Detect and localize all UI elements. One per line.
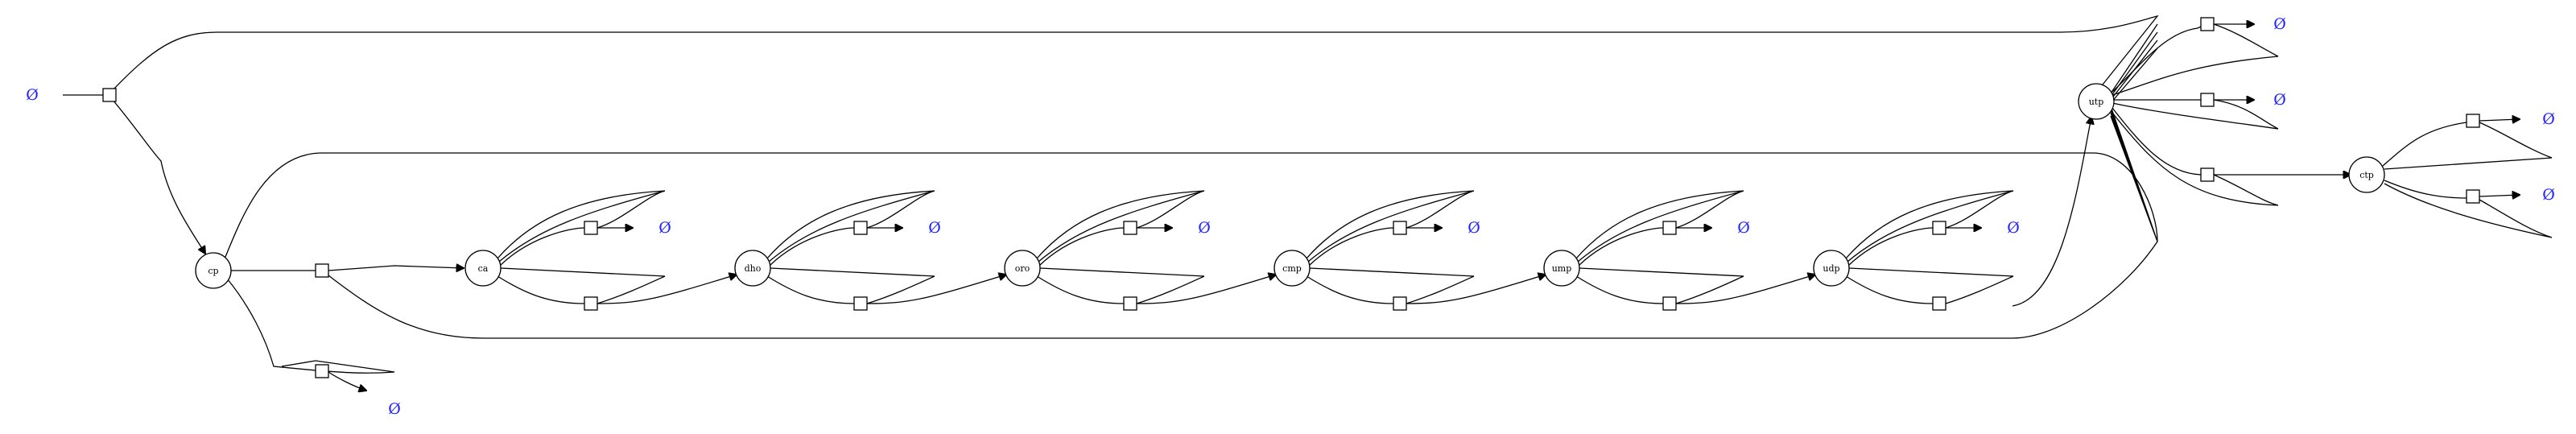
- node-ca-label: ca: [478, 263, 489, 274]
- edge-ctp-box1-fan: [2384, 122, 2553, 170]
- empty-symbol-ca: Ø: [658, 219, 671, 237]
- edge-dho-to-oro: [866, 275, 1006, 304]
- cp-box-lower: [315, 364, 329, 378]
- empty-symbol-root: Ø: [26, 86, 39, 104]
- node-ctp-label: ctp: [2359, 170, 2374, 180]
- empty-symbol-ctp-2: Ø: [2542, 186, 2555, 204]
- edge-ca-to-dho: [597, 275, 737, 304]
- node-oro-label: oro: [1015, 263, 1030, 274]
- edge-ctp-box1-to-empty: [2479, 119, 2520, 121]
- edge-box1-fan: [2112, 23, 2279, 96]
- oro-upper-box: [1123, 221, 1137, 235]
- empty-symbol-udp: Ø: [2007, 219, 2020, 237]
- node-dho: [734, 250, 771, 287]
- empty-symbol-cmp: Ø: [1468, 219, 1480, 237]
- node-cmp: [1274, 250, 1311, 287]
- root-box: [102, 88, 117, 102]
- empty-symbol-oro: Ø: [1198, 219, 1211, 237]
- edge-cp-to-lower-box: [226, 278, 395, 374]
- edge-utp-to-box1: [2112, 23, 2207, 93]
- edge-ump-lower-branch: [1575, 275, 1744, 304]
- edge-box-to-utp-top: [112, 14, 2159, 97]
- edge-box2-fan: [2112, 99, 2279, 130]
- edge-cmp-lower-branch: [1306, 275, 1475, 304]
- ctp-box-2: [2466, 189, 2480, 204]
- empty-symbol-cp-lower: Ø: [388, 400, 401, 418]
- edge-lower-box-to-empty: [328, 371, 366, 391]
- edge-ump-upper-fan: [1575, 190, 1744, 266]
- node-cmp-label: cmp: [1282, 263, 1302, 274]
- edge-oro-lower-branch: [1036, 275, 1205, 304]
- empty-symbol-utp-1: Ø: [2273, 15, 2286, 33]
- empty-symbol-ump: Ø: [1737, 219, 1750, 237]
- node-cp: cp: [195, 252, 232, 289]
- edge-ca-lower-branch: [497, 275, 666, 304]
- node-ca: [464, 250, 502, 287]
- edge-cp-big-loop: [223, 152, 2158, 339]
- node-ump: [1543, 250, 1580, 287]
- edge-oro-to-cmp: [1136, 275, 1276, 304]
- edge-ca-tail: [500, 267, 666, 277]
- dho-lower-box: [853, 296, 868, 311]
- empty-symbol-utp-2: Ø: [2273, 91, 2286, 109]
- edge-utp-fan-bottom: [2110, 105, 2158, 242]
- udp-lower-box: [1932, 296, 1946, 311]
- cmp-lower-box: [1393, 296, 1407, 311]
- edge-oro-upper-fan: [1036, 190, 1205, 266]
- edge-utp-fan-top: [2110, 23, 2158, 104]
- utp-box-2: [2200, 93, 2215, 107]
- edge-dho-tail: [770, 267, 935, 277]
- oro-lower-box: [1123, 296, 1137, 311]
- node-udp-label: udp: [1823, 263, 1839, 274]
- edge-ctp-box2-to-empty: [2479, 195, 2520, 196]
- edge-dho-lower-branch: [766, 275, 935, 304]
- ump-upper-box: [1662, 221, 1677, 235]
- edge-ump-to-udp: [1675, 275, 1815, 304]
- edge-ctp-box2-fan: [2384, 183, 2553, 238]
- empty-symbol-dho: Ø: [928, 219, 941, 237]
- edge-utp-to-box3: [2112, 107, 2202, 176]
- cmp-upper-box: [1393, 221, 1407, 235]
- edge-ctp-to-box1: [2382, 122, 2467, 167]
- node-ctp: ctp: [2348, 156, 2385, 193]
- node-udp: [1813, 250, 1850, 287]
- edge-ca-upper-fan: [497, 190, 666, 266]
- node-utp-label: utp: [2089, 97, 2104, 107]
- node-utp: utp: [2078, 83, 2115, 120]
- edge-ump-tail: [1579, 267, 1744, 277]
- node-dho-label: dho: [745, 263, 762, 274]
- edge-udp-lower-branch: [1845, 275, 2014, 304]
- edge-udp-tail: [1848, 267, 2014, 277]
- ca-lower-box: [584, 296, 598, 311]
- edge-dho-upper-fan: [766, 190, 935, 266]
- edge-ctp-to-box2: [2384, 180, 2467, 199]
- node-ump-label: ump: [1552, 263, 1572, 274]
- ctp-box-1: [2466, 114, 2480, 128]
- edge-cmp-tail: [1309, 267, 1475, 277]
- edge-cmp-upper-fan: [1306, 190, 1475, 266]
- empty-symbol-ctp-1: Ø: [2542, 110, 2555, 128]
- utp-box-3: [2200, 167, 2215, 182]
- edge-box-to-ca: [328, 266, 464, 271]
- edge-box3-fan: [2112, 112, 2279, 206]
- edge-box-to-cp: [112, 99, 205, 254]
- node-cp-label: cp: [208, 266, 218, 276]
- edge-oro-tail: [1039, 267, 1205, 277]
- edge-udp-upper-fan: [1845, 190, 2014, 266]
- cp-box-ca: [315, 263, 329, 278]
- ump-lower-box: [1662, 296, 1677, 311]
- edge-cmp-to-ump: [1406, 275, 1546, 304]
- ca-upper-box: [584, 221, 598, 235]
- edge-udp-to-utp: [2012, 117, 2091, 307]
- utp-box-1: [2200, 17, 2215, 31]
- node-oro: [1004, 250, 1041, 287]
- udp-upper-box: [1932, 221, 1946, 235]
- dho-upper-box: [853, 221, 868, 235]
